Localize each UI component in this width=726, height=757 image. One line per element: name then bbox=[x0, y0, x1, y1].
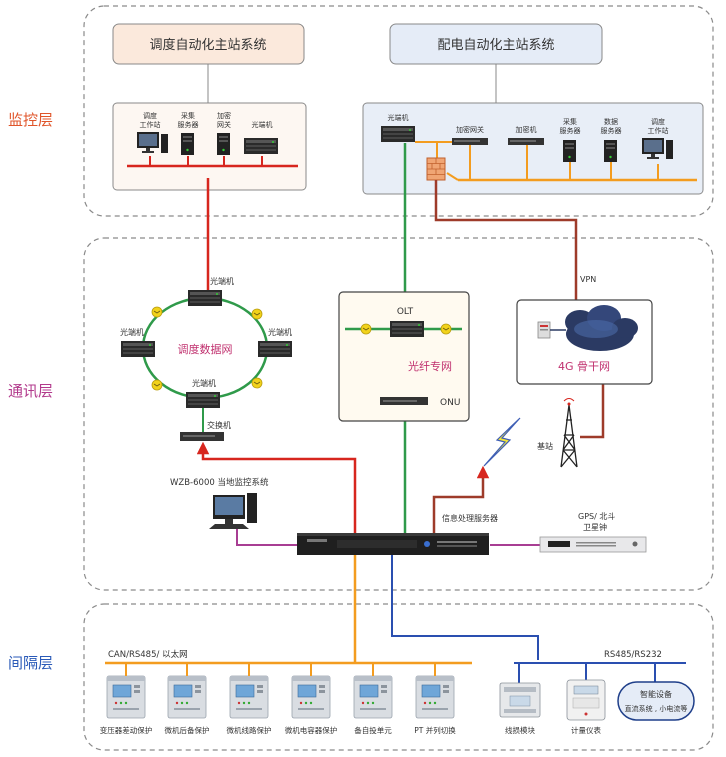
dispatch-device-label: 网关 bbox=[217, 120, 231, 129]
local-monitoring-pc-icon bbox=[209, 493, 257, 529]
smart-devices-sub: 直流系统 , 小电流等 bbox=[625, 704, 688, 713]
dist-collection-server-icon bbox=[563, 140, 576, 162]
relay-panel-pt bbox=[415, 663, 455, 719]
smart-devices-title: 智能设备 bbox=[640, 689, 672, 699]
relay-panel-backup bbox=[167, 663, 207, 719]
olt-icon bbox=[390, 321, 424, 337]
relay-panel-transformer bbox=[106, 663, 146, 719]
gps-label-2: 卫星钟 bbox=[583, 522, 607, 532]
relay-panel-line bbox=[229, 663, 269, 719]
dispatch-device-panel: 调度 工作站 采集 服务器 加密 网关 光端机 bbox=[112, 102, 307, 191]
bus2-label: RS485/RS232 bbox=[604, 650, 662, 660]
bay-device-label: 微机后备保护 bbox=[165, 725, 210, 735]
smart-devices-badge: 智能设备 直流系统 , 小电流等 bbox=[617, 681, 695, 721]
central-controller-icon bbox=[297, 533, 489, 555]
meter-icon bbox=[566, 663, 606, 721]
firewall-icon bbox=[426, 157, 446, 181]
relay-panel-auto-transfer bbox=[353, 663, 393, 719]
comm-layer-frame bbox=[83, 237, 714, 591]
wzb-label: WZB-6000 当地监控系统 bbox=[170, 477, 269, 488]
base-station-label: 基站 bbox=[537, 441, 553, 451]
fiber-network-box: OLT 光纤专网 ONU bbox=[338, 291, 470, 422]
bus1-label: CAN/RS485/ 以太网 bbox=[108, 649, 188, 660]
dist-device-label: 加密机 bbox=[516, 125, 537, 134]
dist-device-label: 服务器 bbox=[560, 126, 581, 135]
distribution-device-panel: 光端机 加密网关 加密机 采集 服务器 数据 服务器 调度 工作站 bbox=[362, 102, 704, 195]
distribution-master-title-box: 配电自动化主站系统 bbox=[389, 23, 603, 65]
dispatch-device-label: 加密 bbox=[217, 111, 231, 120]
bay-device-label: PT 并列切换 bbox=[414, 725, 456, 735]
dist-device-label: 调度 bbox=[651, 117, 665, 126]
bay-device-label: 变压器差动保护 bbox=[100, 725, 153, 735]
ring-node-label: 光端机 bbox=[210, 276, 234, 286]
g4-network-box: 4G 骨干网 bbox=[516, 299, 653, 385]
dist-device-label: 服务器 bbox=[601, 126, 622, 135]
fiber-title: 光纤专网 bbox=[408, 359, 452, 373]
collection-server-icon bbox=[181, 133, 194, 155]
dist-device-label: 采集 bbox=[563, 117, 577, 126]
server-icon bbox=[537, 321, 551, 339]
ring-title: 调度数据网 bbox=[178, 342, 233, 356]
dist-device-label: 数据 bbox=[604, 117, 618, 126]
encryption-gateway-icon bbox=[217, 133, 230, 155]
wireless-link-icon bbox=[483, 417, 521, 467]
dispatch-device-label: 调度 bbox=[143, 111, 157, 120]
line-loss-label: 线损模块 bbox=[505, 725, 535, 735]
vpn-label: VPN bbox=[580, 275, 596, 284]
layer-label-monitor: 监控层 bbox=[8, 111, 53, 129]
olt-label: OLT bbox=[397, 307, 414, 317]
g4-title: 4G 骨干网 bbox=[558, 360, 610, 373]
ring-optical-node-left bbox=[121, 341, 155, 357]
dispatch-device-label: 服务器 bbox=[178, 120, 199, 129]
encryptor-icon bbox=[508, 138, 544, 145]
line-loss-module-icon bbox=[499, 663, 541, 718]
gps-clock-icon bbox=[539, 536, 647, 553]
ring-optical-node-right bbox=[258, 341, 292, 357]
optical-terminal-icon bbox=[244, 138, 278, 154]
ring-optical-node-bottom bbox=[186, 392, 220, 408]
dispatch-data-ring: 光端机 光端机 光端机 光端机 调度数据网 bbox=[120, 276, 292, 408]
dispatch-master-title-box: 调度自动化主站系统 bbox=[112, 23, 305, 65]
dispatch-device-label: 工作站 bbox=[140, 120, 161, 129]
layer-label-bay: 间隔层 bbox=[8, 654, 53, 672]
bay-device-label: 微机电容器保护 bbox=[285, 725, 338, 735]
dist-workstation-icon bbox=[642, 138, 673, 159]
data-server-icon bbox=[604, 140, 617, 162]
onu-label: ONU bbox=[440, 398, 460, 408]
dist-gateway-icon bbox=[452, 138, 488, 145]
base-station-icon bbox=[560, 398, 578, 468]
dist-optical-terminal-icon bbox=[381, 126, 415, 142]
dist-device-label: 光端机 bbox=[388, 113, 409, 122]
dist-device-label: 加密网关 bbox=[456, 125, 484, 134]
info-server-label: 信息处理服务器 bbox=[442, 513, 498, 523]
dispatch-device-label: 光端机 bbox=[252, 120, 273, 129]
layer-label-comm: 通讯层 bbox=[8, 382, 53, 400]
dispatch-workstation-icon bbox=[137, 132, 168, 153]
gps-label-1: GPS/ 北斗 bbox=[578, 512, 615, 521]
ring-node-label: 光端机 bbox=[268, 327, 292, 337]
bay-device-label: 微机线路保护 bbox=[227, 725, 272, 735]
dist-device-label: 工作站 bbox=[648, 126, 669, 135]
dispatch-device-label: 采集 bbox=[181, 111, 195, 120]
ring-node-label: 光端机 bbox=[120, 327, 144, 337]
meter-label: 计量仪表 bbox=[571, 725, 601, 735]
switch-icon bbox=[180, 432, 224, 441]
monitor-layer-frame bbox=[83, 5, 714, 217]
ring-node-label: 光端机 bbox=[192, 378, 216, 388]
ring-optical-node-top bbox=[188, 290, 222, 306]
cloud-icon bbox=[565, 305, 638, 351]
dispatch-master-title: 调度自动化主站系统 bbox=[149, 37, 266, 53]
onu-icon bbox=[380, 397, 428, 405]
switch-label: 交换机 bbox=[207, 420, 231, 430]
bay-device-label: 备自投单元 bbox=[354, 725, 392, 735]
distribution-master-title: 配电自动化主站系统 bbox=[437, 38, 554, 53]
relay-panel-capacitor bbox=[291, 663, 331, 719]
